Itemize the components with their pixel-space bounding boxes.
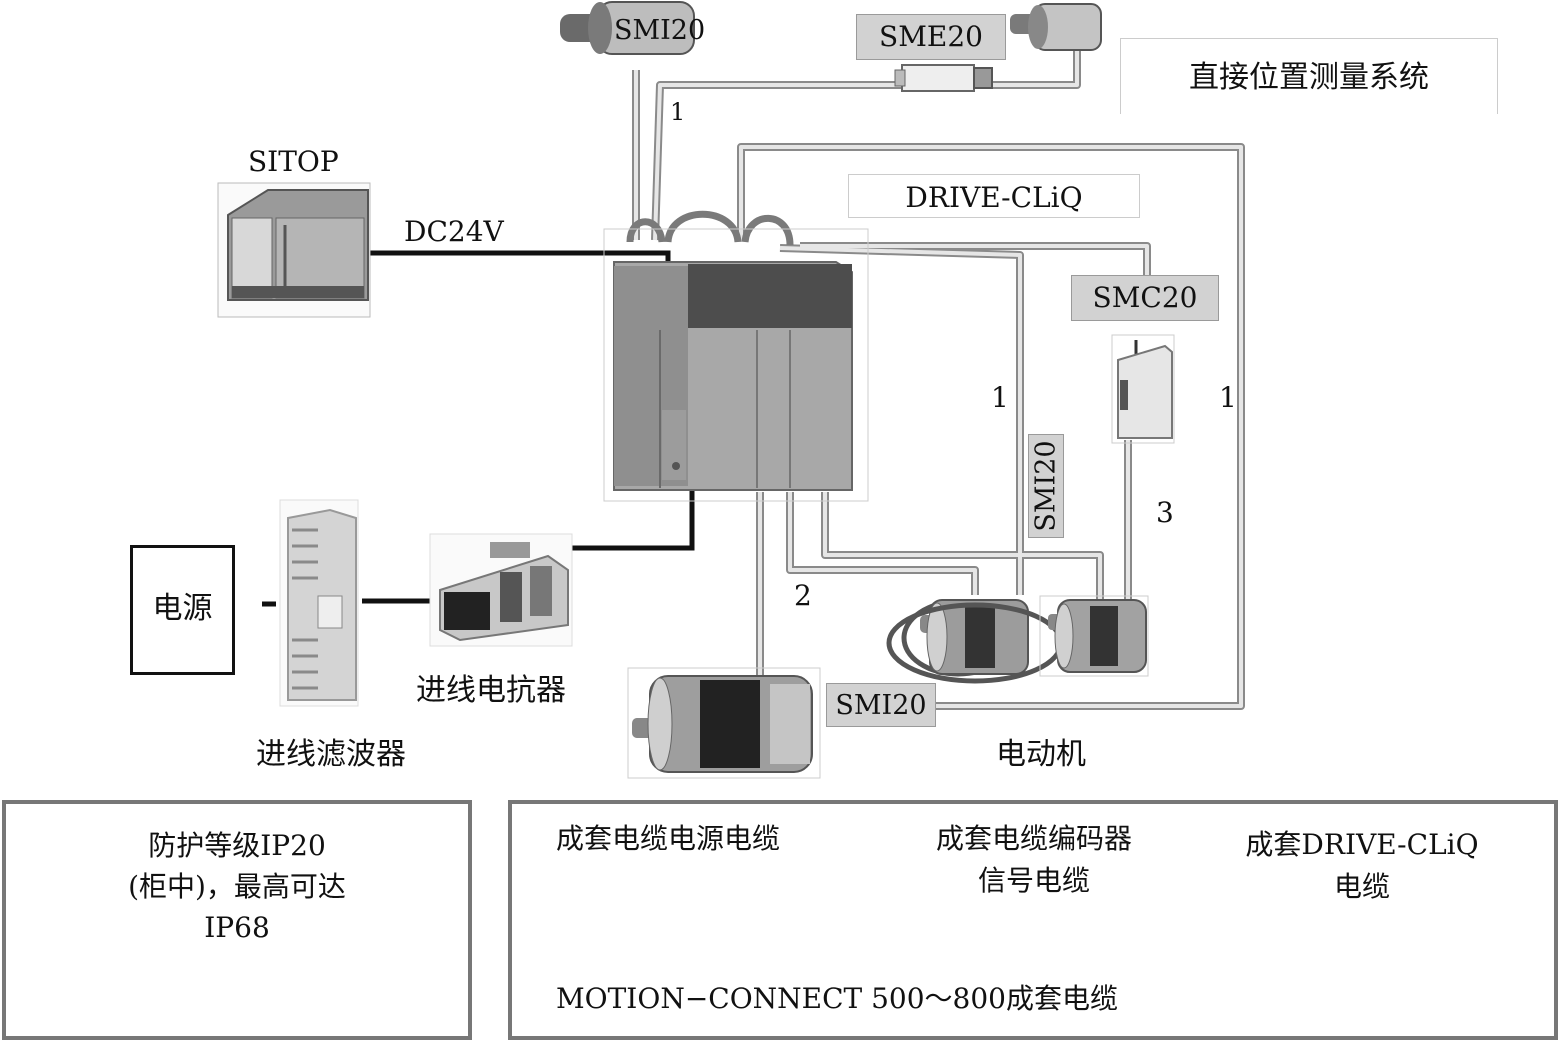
line-filter <box>279 499 359 707</box>
label-motor: 电动机 <box>996 737 1086 772</box>
tag-smi20-vertical <box>1028 434 1064 538</box>
label-power-source: 电源 <box>152 591 213 626</box>
direct-position-box <box>1120 38 1498 114</box>
protection-line1: 防护等级IP20 <box>148 829 326 862</box>
sme20-motor <box>1010 3 1102 51</box>
label-smi20-vertical: SMI20 <box>1030 440 1062 532</box>
protection-line2: (柜中)，最高可达 <box>128 870 346 903</box>
motor-right-small <box>1039 595 1149 677</box>
line-reactor <box>429 533 573 647</box>
motor-large <box>627 667 821 779</box>
label-dc24v: DC24V <box>404 215 504 248</box>
label-smi20-bottom: SMI20 <box>835 690 927 721</box>
label-cable-1-right: 1 <box>1219 381 1237 414</box>
tag-smc20 <box>1071 275 1219 321</box>
label-cable-2: 2 <box>794 579 812 612</box>
encoder-cable-label-1: 成套电缆编码器 <box>935 822 1132 855</box>
encoder-cable-label-2: 信号电缆 <box>977 864 1090 897</box>
protection-line3: IP68 <box>204 911 270 944</box>
tag-sme20 <box>856 14 1006 60</box>
label-sitop: SITOP <box>248 145 339 178</box>
smc20-module <box>1111 334 1175 444</box>
label-cable-3: 3 <box>1156 496 1174 529</box>
cables-panel <box>508 800 1558 1040</box>
label-direct-position: 直接位置测量系统 <box>1189 60 1429 95</box>
label-drive-cliq: DRIVE-CLiQ <box>905 181 1083 214</box>
sitop-power-supply <box>217 182 371 318</box>
drive-cliq-box <box>848 174 1140 218</box>
cliq-cable-label-2: 电缆 <box>1333 870 1390 903</box>
label-cable-1-mid: 1 <box>991 381 1009 414</box>
tag-smi20-bottom <box>826 683 936 727</box>
main-drive-unit <box>603 228 869 502</box>
label-line-filter: 进线滤波器 <box>256 737 406 772</box>
cliq-cable-label-1: 成套DRIVE-CLiQ <box>1245 828 1479 861</box>
power-cables <box>262 250 695 607</box>
label-smc20: SMC20 <box>1092 281 1198 314</box>
protection-panel <box>2 800 472 1040</box>
label-line-reactor: 进线电抗器 <box>416 673 566 708</box>
motor-left-small <box>901 599 1029 677</box>
motion-connect-label: MOTION−CONNECT 500～800成套电缆 <box>556 982 1118 1015</box>
smi20-top-motor <box>560 1 695 55</box>
power-cable-label: 成套电缆电源电缆 <box>556 822 781 855</box>
label-smi20-top: SMI20 <box>614 15 706 46</box>
power-source-box <box>130 545 235 675</box>
label-cable-1-top: 1 <box>670 98 686 126</box>
label-sme20: SME20 <box>879 20 983 53</box>
sme20-module <box>894 64 993 92</box>
